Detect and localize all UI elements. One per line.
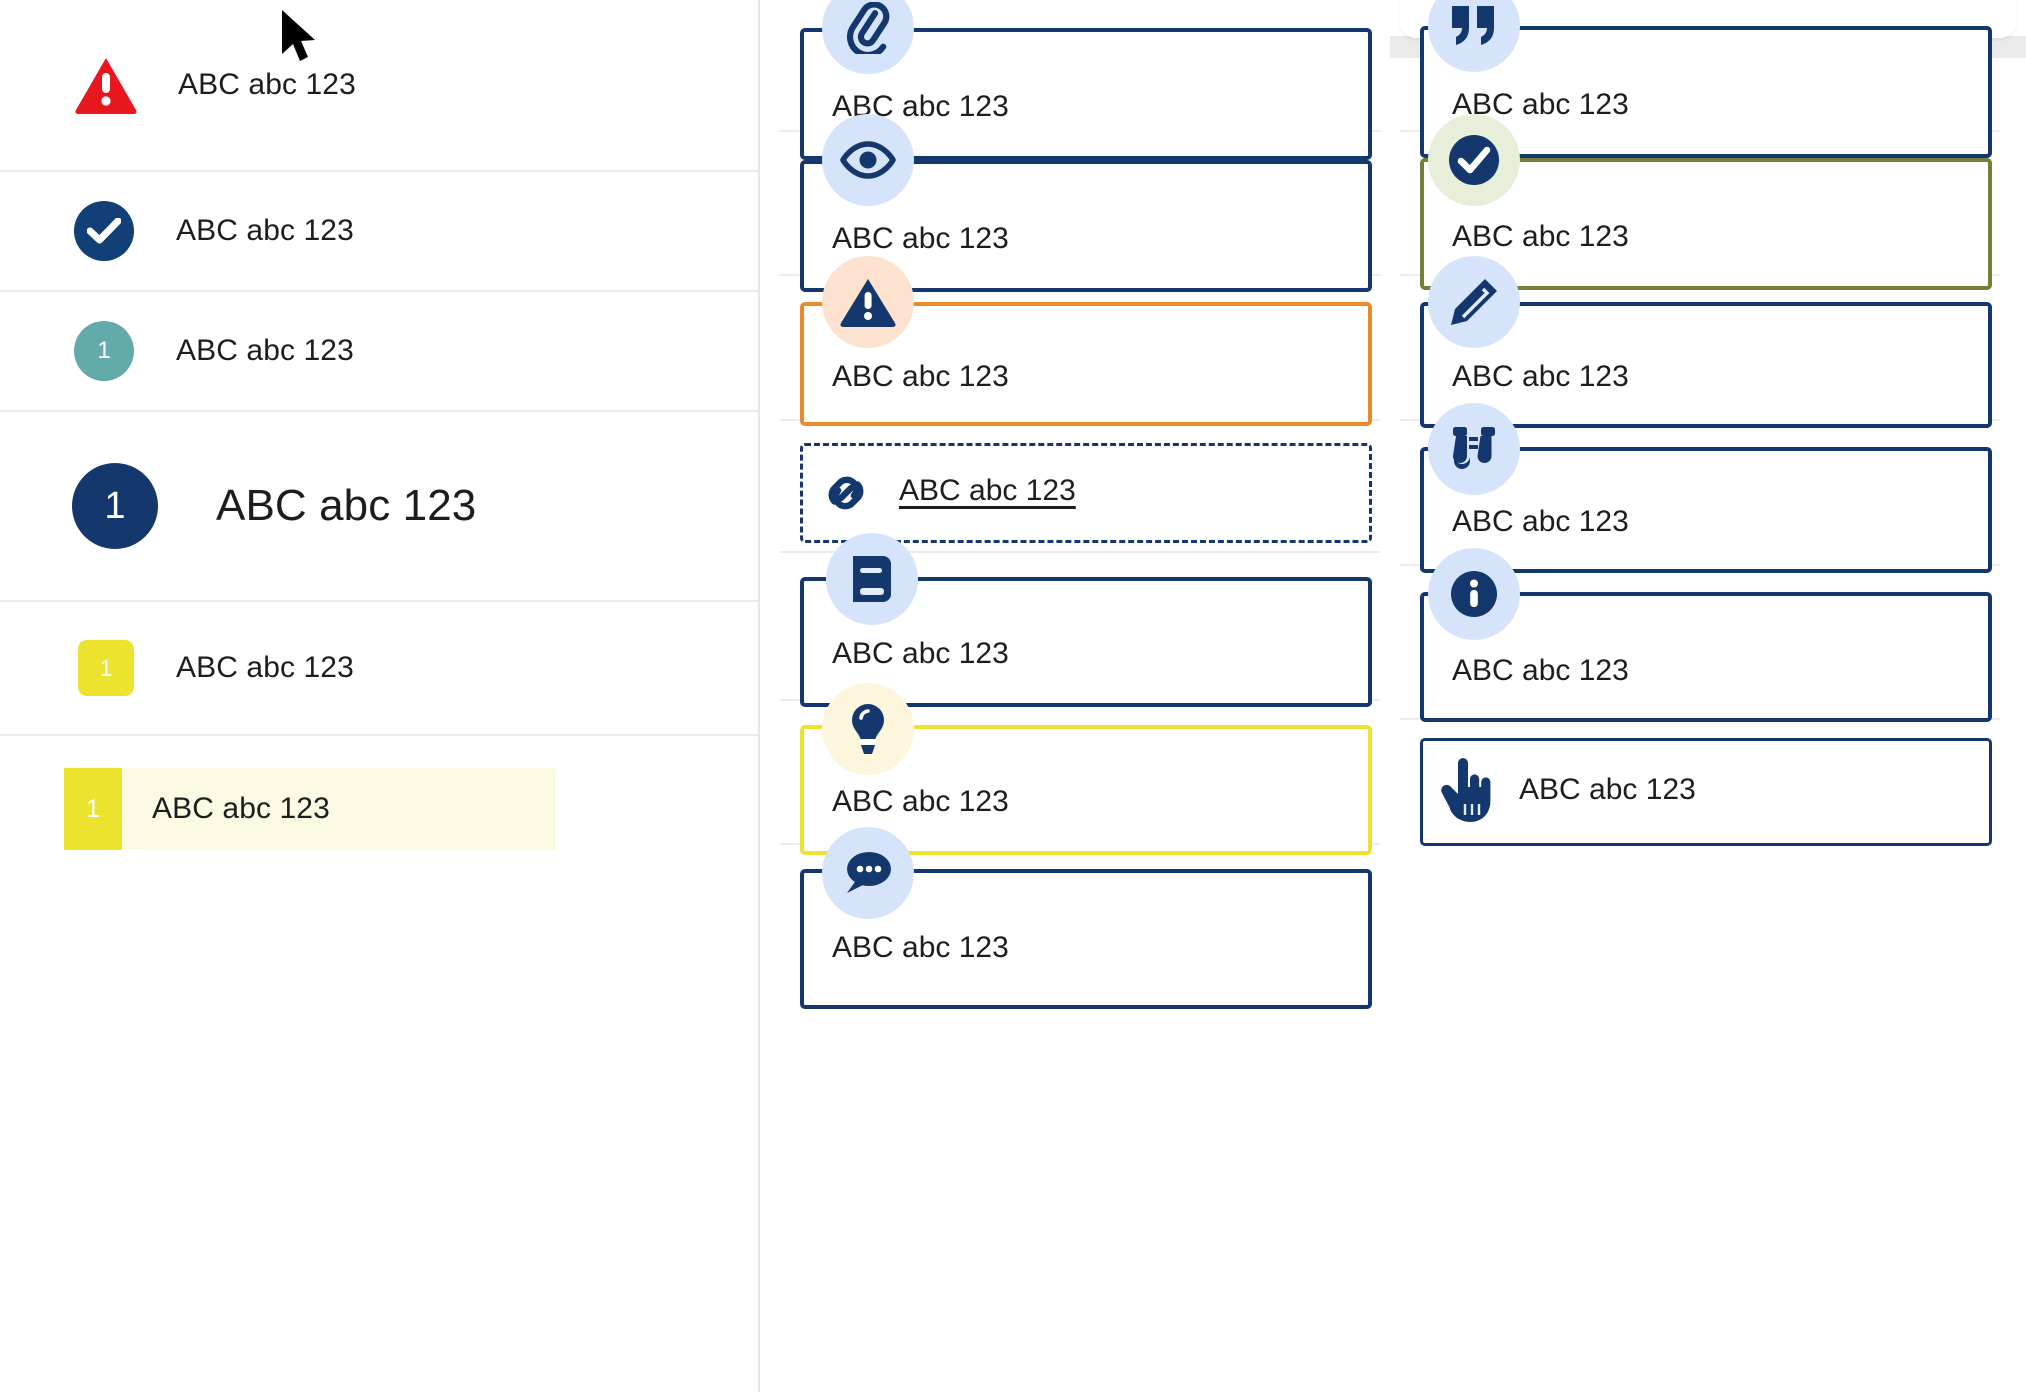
triangle-alert-icon-bubble [822, 256, 914, 348]
chain-link-icon [817, 464, 875, 522]
eye-icon [840, 141, 896, 179]
navy-count-badge: 1 [72, 463, 158, 549]
rail-item-count-teal[interactable]: 1 ABC abc 123 [0, 292, 758, 412]
lightbulb-icon-bubble [822, 683, 914, 775]
pointing-hand-icon [1437, 757, 1495, 825]
rail-item-label: ABC abc 123 [178, 68, 356, 101]
card-label: ABC abc 123 [832, 785, 1009, 818]
card-slot: ABC abc 123 [780, 421, 1380, 553]
card-preview[interactable]: ABC abc 123 [800, 160, 1372, 292]
card-label: ABC abc 123 [832, 360, 1009, 393]
chat-bubble-icon-bubble [822, 827, 914, 919]
chat-bubble-icon [847, 852, 891, 893]
card-label: ABC abc 123 [1452, 360, 1629, 393]
rail-item-status-ok[interactable]: ABC abc 123 [0, 172, 758, 292]
circle-check-icon [74, 201, 134, 261]
pencil-icon-bubble [1428, 256, 1520, 348]
yellow-count-badge: 1 [78, 640, 134, 696]
rail-item-count-yellow[interactable]: 1 ABC abc 123 [0, 602, 758, 736]
rail-item-label: ABC abc 123 [176, 651, 354, 684]
rail-item-label: ABC abc 123 [176, 214, 354, 247]
card-slot: ABC abc 123 [1400, 256, 2000, 428]
card-label: ABC abc 123 [1519, 773, 1696, 806]
card-label: ABC abc 123 [1452, 654, 1629, 687]
yellow-count-tab: 1 [64, 768, 122, 850]
card-label: ABC abc 123 [832, 637, 1009, 670]
info-circle-icon-bubble [1428, 548, 1520, 640]
info-circle-icon [1451, 571, 1497, 617]
book-icon [853, 556, 891, 602]
card-link[interactable]: ABC abc 123 [800, 443, 1372, 543]
card-slot: ABC abc 123 [780, 114, 1380, 292]
binoculars-icon [1453, 427, 1495, 469]
pencil-icon [1451, 279, 1497, 325]
badge-count: 1 [86, 794, 100, 823]
triangle-warning-icon [74, 56, 138, 114]
card-quote[interactable]: ABC abc 123 [1420, 26, 1992, 158]
middle-card-column: ABC abc 123 ABC abc 123 ABC abc 123 [780, 0, 1380, 1025]
paperclip-icon [846, 2, 890, 54]
lightbulb-icon [852, 704, 884, 754]
card-interact[interactable]: ABC abc 123 [1420, 738, 1992, 846]
rail-item-label: ABC abc 123 [216, 481, 477, 530]
triangle-alert-icon [840, 279, 896, 327]
quote-marks-icon [1452, 6, 1494, 45]
badge-count: 1 [104, 484, 126, 527]
book-icon-bubble [826, 533, 918, 625]
rail-item-label: ABC abc 123 [152, 792, 330, 825]
card-label: ABC abc 123 [1452, 220, 1629, 253]
card-label: ABC abc 123 [832, 931, 1009, 964]
card-slot: ABC abc 123 [780, 827, 1380, 1025]
badge-count: 1 [99, 654, 113, 681]
card-slot: ABC abc 123 [780, 256, 1380, 426]
card-label: ABC abc 123 [832, 222, 1009, 255]
card-slot: ABC abc 123 [780, 0, 1380, 160]
card-slot: ABC abc 123 [1400, 548, 2000, 722]
card-slot: ABC abc 123 [780, 533, 1380, 707]
card-slot: ABC abc 123 [1400, 403, 2000, 573]
teal-count-badge: 1 [74, 321, 134, 381]
card-link-label[interactable]: ABC abc 123 [899, 474, 1076, 507]
card-slot: ABC abc 123 [780, 683, 1380, 855]
card-label: ABC abc 123 [1452, 505, 1629, 538]
card-edit[interactable]: ABC abc 123 [1420, 302, 1992, 428]
eye-icon-bubble [822, 114, 914, 206]
rail-item-alert-error[interactable]: ABC abc 123 [0, 0, 758, 172]
left-rail: ABC abc 123 ABC abc 123 1 ABC abc 123 1 … [0, 0, 760, 1392]
quote-marks-icon-bubble [1428, 0, 1520, 72]
paperclip-icon-bubble [822, 0, 914, 74]
card-slot: ABC abc 123 [1400, 114, 2000, 290]
circle-check-icon [1449, 135, 1499, 185]
rail-item-label: ABC abc 123 [176, 334, 354, 367]
rail-item-count-navy-lg[interactable]: 1 ABC abc 123 [0, 412, 758, 602]
rail-item-count-yellow-selected[interactable]: 1 ABC abc 123 [0, 736, 758, 936]
card-slot: ABC abc 123 [1400, 720, 2000, 900]
selected-row-highlight[interactable]: 1 ABC abc 123 [64, 768, 556, 850]
circle-check-icon-bubble [1428, 114, 1520, 206]
right-card-column: ABC abc 123 ABC abc 123 ABC abc 123 [1400, 0, 2000, 900]
card-slot: ABC abc 123 [1400, 0, 2000, 158]
badge-count: 1 [97, 337, 111, 364]
binoculars-icon-bubble [1428, 403, 1520, 495]
